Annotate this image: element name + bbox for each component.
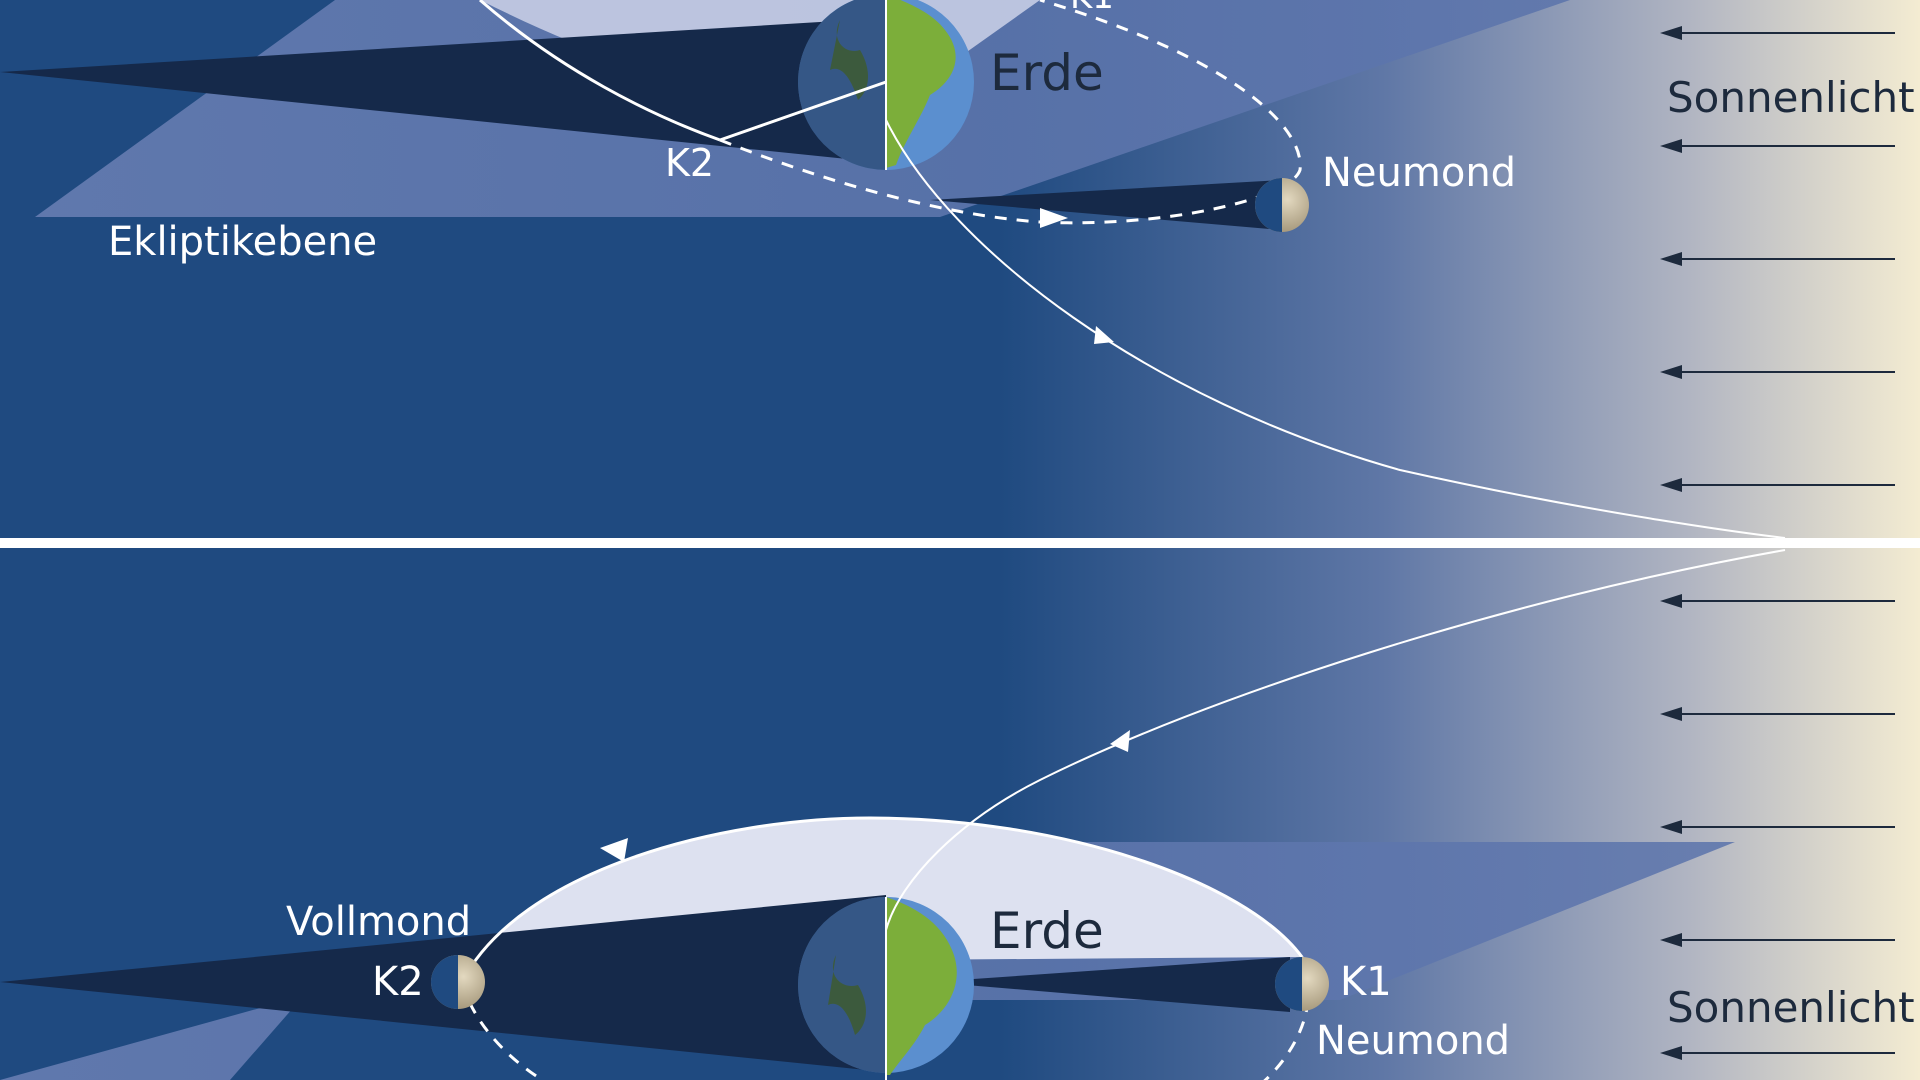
new-moon-label: Neumond: [1316, 1018, 1510, 1064]
arrow-left-icon: [1660, 478, 1895, 492]
earth-orbit-arrow: [1110, 730, 1130, 752]
node-k2-label: K2: [665, 141, 714, 185]
panel-bottom: Vollmond K2 Erde K1 Neumond Sonnenlicht: [0, 549, 1915, 1080]
arrow-left-icon: [1660, 365, 1895, 379]
moon-icon: [431, 955, 485, 1009]
new-moon-label: Neumond: [1322, 150, 1516, 196]
node-k1-label: K1: [1340, 959, 1392, 1005]
earth-shadow: [0, 18, 886, 163]
moon-orbit-front: [479, 0, 721, 142]
sun-rays: [1660, 594, 1895, 1060]
earth-orbit-path: [885, 119, 1786, 538]
arrow-left-icon: [1660, 933, 1895, 947]
moon-icon: [1275, 957, 1329, 1011]
panel-top: K1 Erde Sonnenlicht Neumond K2 Ekliptike…: [0, 0, 1915, 538]
sun-rays: [1660, 26, 1895, 492]
full-moon-label: Vollmond: [286, 899, 471, 945]
panel-divider: [0, 538, 1920, 548]
moon-orbit-front: [460, 816, 1304, 983]
orbit-direction-arrow: [1040, 208, 1068, 228]
node-line-k2: [719, 80, 887, 142]
arrow-left-icon: [1660, 707, 1895, 721]
ecliptic-label: Ekliptikebene: [108, 219, 377, 265]
earth-orbit-path: [885, 549, 1786, 931]
earth-orbit-arrow: [1094, 326, 1114, 344]
arrow-left-icon: [1660, 1046, 1895, 1060]
node-k2-label: K2: [372, 959, 424, 1005]
earth-label: Erde: [990, 44, 1104, 102]
orbit-direction-arrow: [600, 838, 628, 862]
node-k1-label: K1: [1070, 0, 1114, 17]
arrow-left-icon: [1660, 139, 1895, 153]
moon-orbit-back: [719, 0, 1302, 225]
moon-icon: [1255, 178, 1309, 232]
arrow-left-icon: [1660, 820, 1895, 834]
arrow-left-icon: [1660, 252, 1895, 266]
moon-orbit-back-right: [1263, 956, 1311, 1080]
earth-label: Erde: [990, 902, 1104, 960]
moon-shadow: [930, 180, 1282, 230]
moon-shadow: [930, 957, 1290, 1012]
moon-orbit-back: [460, 981, 546, 1080]
sunlight-label: Sonnenlicht: [1667, 983, 1915, 1032]
arrow-left-icon: [1660, 594, 1895, 608]
sunlight-label: Sonnenlicht: [1667, 73, 1915, 122]
arrow-left-icon: [1660, 26, 1895, 40]
earth-globe-icon: [798, 0, 974, 170]
